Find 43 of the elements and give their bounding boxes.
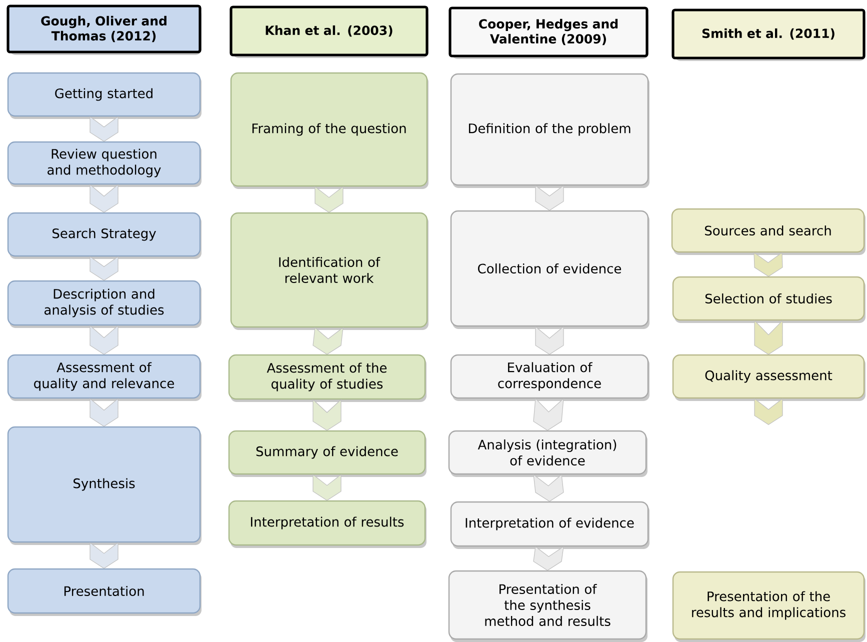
step-box: Review question and methodology xyxy=(7,141,202,187)
chevron-arrow xyxy=(535,185,564,211)
step-box: Search Strategy xyxy=(7,212,202,259)
step-box: Synthesis xyxy=(7,426,202,545)
step-box: Assessment of quality and relevance xyxy=(7,354,202,401)
header-box: Gough, Oliver and Thomas (2012) xyxy=(6,4,202,55)
chevron-arrow xyxy=(312,326,344,355)
chevron-arrow xyxy=(533,398,564,431)
chevron-arrow xyxy=(90,398,118,427)
chevron-arrow xyxy=(314,186,344,213)
chevron-arrow xyxy=(535,326,564,355)
step-box: Identification of relevant work xyxy=(230,212,428,330)
chevron-arrow xyxy=(754,320,783,355)
step-box: Framing of the question xyxy=(230,72,428,189)
step-box: Summary of evidence xyxy=(228,430,426,477)
step-box: Quality assessment xyxy=(672,354,866,401)
header-box: Cooper, Hedges and Valentine (2009) xyxy=(448,6,648,59)
chevron-arrow xyxy=(533,546,564,571)
step-box: Presentation xyxy=(7,568,202,616)
header-box: Khan et al. (2003) xyxy=(230,6,428,58)
chevron-arrow xyxy=(90,116,118,142)
step-box: Sources and search xyxy=(671,208,866,255)
step-box: Definition of the problem xyxy=(450,73,650,188)
chevron-arrow xyxy=(754,398,783,425)
chevron-arrow xyxy=(90,324,118,355)
step-box: Interpretation of evidence xyxy=(450,501,650,549)
chevron-arrow xyxy=(754,252,783,277)
chevron-arrow xyxy=(90,542,118,569)
step-box: Interpretation of results xyxy=(228,500,426,548)
header-box: Smith et al. (2011) xyxy=(672,8,866,61)
step-box: Presentation of the results and implications xyxy=(672,571,866,642)
chevron-arrow xyxy=(312,398,342,431)
step-box: Evaluation of correspondence xyxy=(450,354,650,401)
step-box: Selection of studies xyxy=(672,276,866,323)
step-box: Presentation of the synthesis method and results xyxy=(448,570,648,642)
chevron-arrow xyxy=(312,474,342,501)
step-box: Collection of evidence xyxy=(450,210,650,329)
step-box: Assessment of the quality of studies xyxy=(228,354,426,402)
step-box: Getting started xyxy=(7,72,202,119)
step-box: Description and analysis of studies xyxy=(7,280,202,328)
step-box: Analysis (integration) of evidence xyxy=(448,430,648,477)
chevron-arrow xyxy=(90,256,118,281)
chevron-arrow xyxy=(90,184,118,213)
